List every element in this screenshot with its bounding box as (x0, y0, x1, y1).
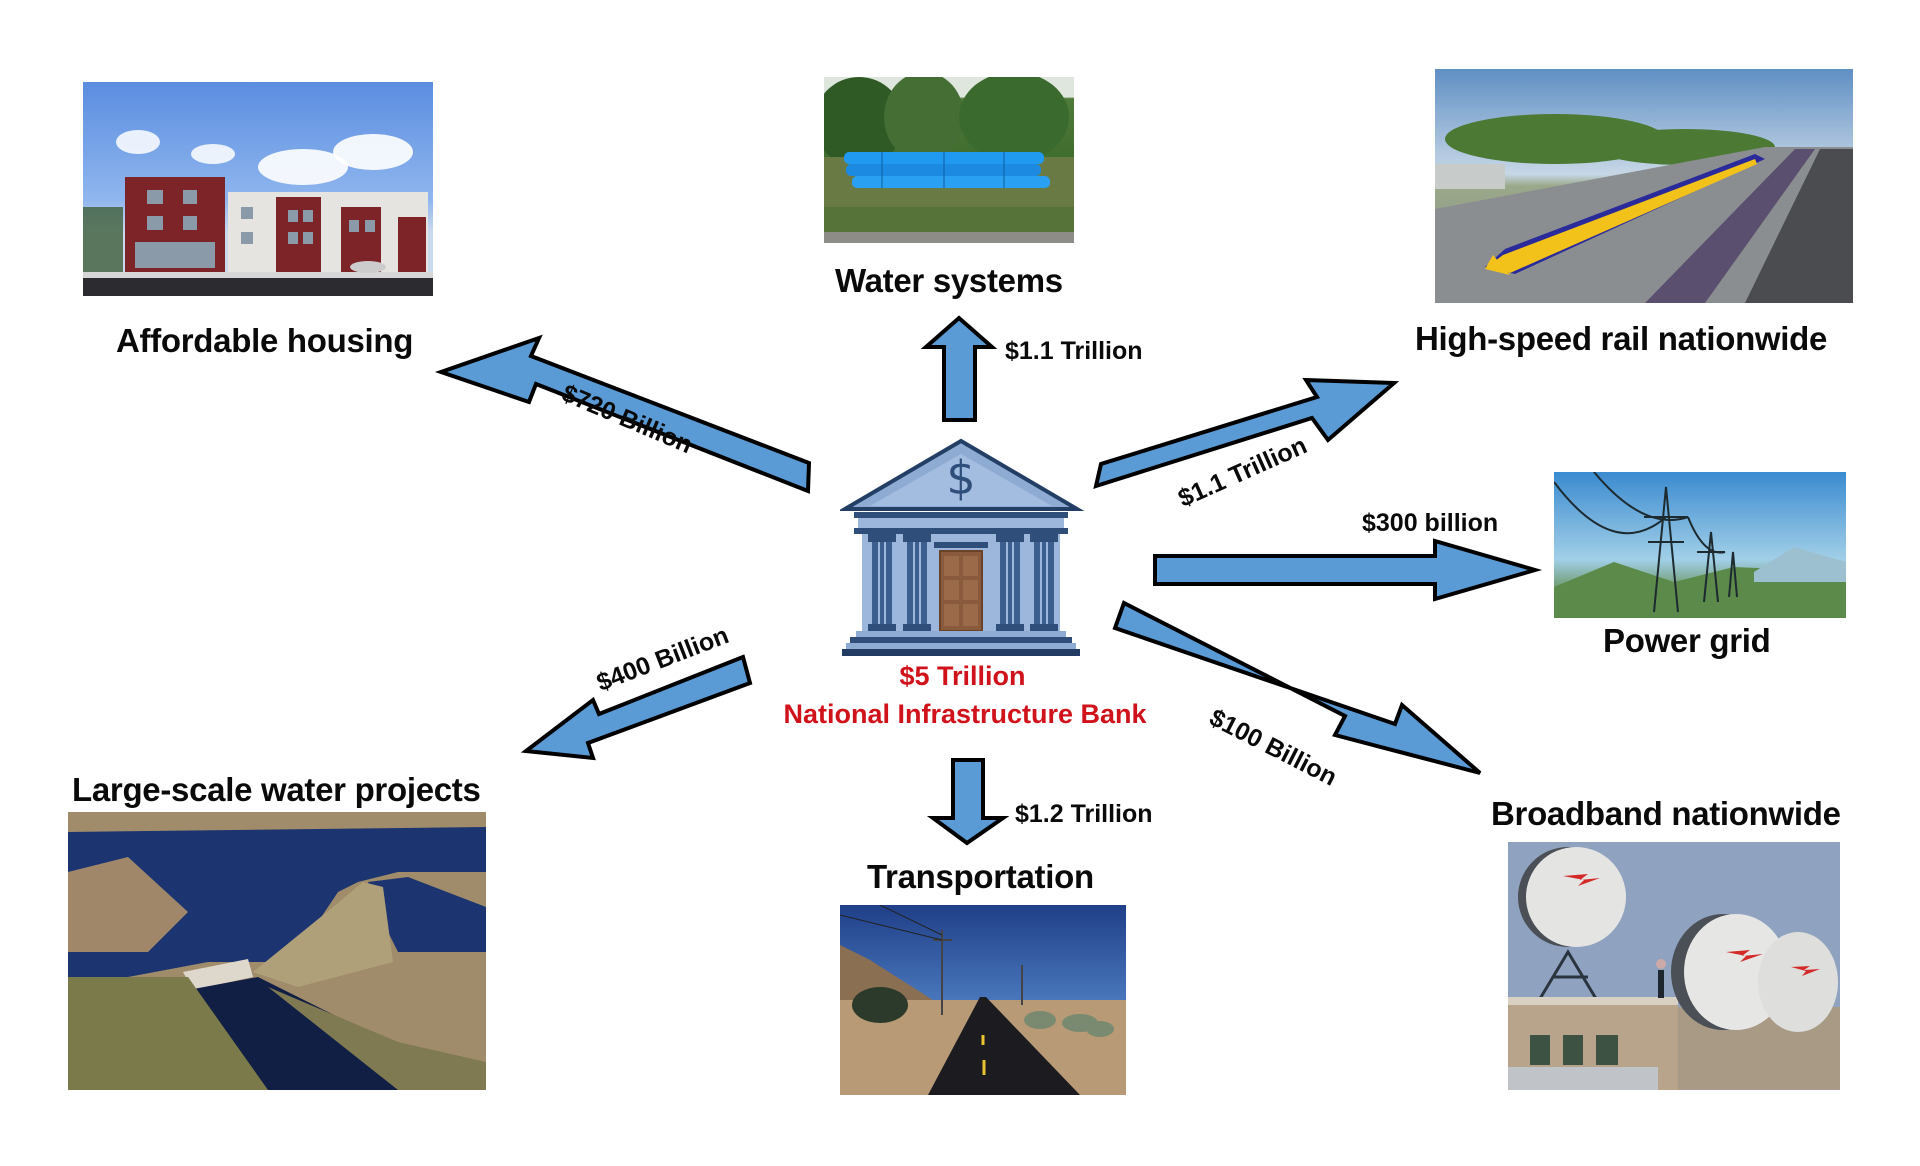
label-transportation: Transportation (867, 858, 1094, 895)
arrow-water-systems (920, 315, 998, 422)
label-large-scale-water: Large-scale water projects (72, 771, 481, 808)
desert-road-photo (840, 905, 1126, 1095)
dam-reservoir-photo (68, 812, 486, 1090)
transmission-towers-photo (1554, 472, 1846, 618)
label-high-speed-rail: High-speed rail nationwide (1415, 320, 1828, 357)
bank-name: National Infrastructure Bank (783, 699, 1147, 729)
label-power-grid: Power grid (1603, 622, 1771, 659)
label-broadband: Broadband nationwide (1491, 795, 1841, 832)
label-affordable-housing: Affordable housing (116, 322, 414, 359)
arrow-broadband (1112, 600, 1482, 775)
arrow-high-speed-rail (1093, 377, 1400, 489)
arrow-affordable-housing (434, 334, 812, 494)
amount-transportation: $1.2 Trillion (1015, 800, 1153, 828)
microwave-dishes-photo (1508, 842, 1840, 1090)
arrow-transportation (926, 758, 1010, 846)
bank-amount: $5 Trillion (899, 661, 1026, 691)
amount-power-grid: $300 billion (1362, 509, 1499, 537)
arrow-power-grid (1153, 538, 1543, 602)
bullet-train-photo (1435, 69, 1853, 303)
blue-water-pipes-photo (824, 77, 1074, 243)
label-water-systems: Water systems (835, 262, 1063, 299)
arrow-large-scale-water (520, 654, 753, 761)
apartment-buildings-photo (83, 82, 433, 296)
bank-building-icon: $ (840, 438, 1085, 656)
svg-text:$: $ (946, 451, 975, 505)
amount-water-systems: $1.1 Trillion (1005, 337, 1143, 365)
